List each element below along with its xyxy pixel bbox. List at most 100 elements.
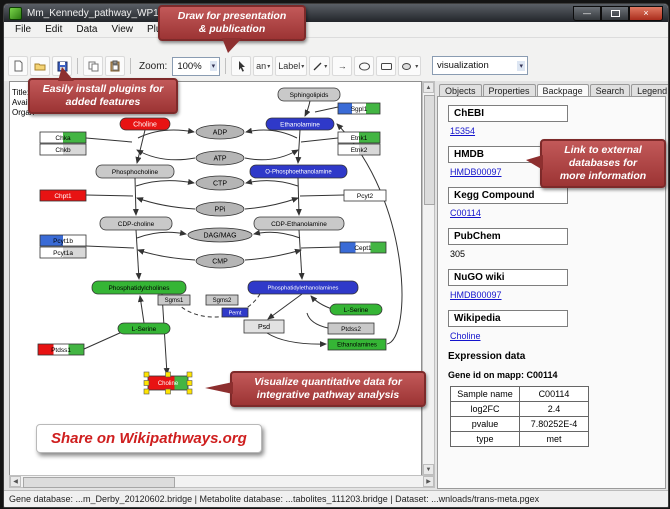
pathway-node[interactable] (205, 294, 239, 306)
pathway-node[interactable] (39, 189, 87, 202)
pathway-node[interactable] (39, 234, 87, 247)
shapes-tool-button[interactable]: ▾ (398, 56, 422, 76)
maximize-button[interactable] (601, 5, 629, 21)
pathway-node[interactable] (37, 343, 85, 356)
selection-handle[interactable] (165, 388, 171, 395)
zoom-combo[interactable]: 100%▾ (172, 56, 221, 76)
share-banner: Share on Wikipathways.org (36, 424, 262, 453)
backpage-link[interactable]: 15354 (450, 126, 476, 136)
backpage-link[interactable]: Choline (450, 331, 481, 341)
horizontal-scroll-thumb[interactable] (23, 477, 175, 488)
selection-handle[interactable] (143, 371, 150, 378)
selection-tool-button[interactable] (231, 56, 252, 76)
menu-edit[interactable]: Edit (45, 24, 63, 35)
tab-legend[interactable]: Legend (631, 84, 668, 96)
pathway-node[interactable] (91, 280, 187, 295)
backpage-link[interactable]: HMDB00097 (450, 167, 502, 177)
line-icon (313, 62, 322, 70)
scroll-left-button[interactable]: ◀ (10, 476, 21, 487)
vertical-scrollbar[interactable]: ▲ ▼ (422, 81, 435, 476)
pathway-node-label: L-Serine (344, 307, 369, 314)
tab-properties[interactable]: Properties (482, 84, 536, 96)
pathway-node-label: O-Phosphoethanolamine (265, 170, 332, 176)
pathway-node[interactable] (195, 150, 245, 166)
menu-file[interactable]: File (15, 24, 32, 35)
arrow-tool-button[interactable]: → (332, 56, 353, 76)
pathway-node-label: CMP (212, 258, 228, 265)
close-button[interactable]: × (629, 5, 663, 21)
selection-handle[interactable] (143, 388, 150, 395)
tab-objects[interactable]: Objects (439, 84, 482, 96)
pathway-edge (136, 229, 187, 239)
minimize-button[interactable]: — (573, 5, 601, 21)
pathway-node[interactable] (247, 280, 359, 295)
pathway-node[interactable] (99, 216, 173, 231)
datanode-tool-button[interactable]: an▾ (253, 56, 274, 76)
pathway-node[interactable] (195, 201, 245, 217)
scroll-down-button[interactable]: ▼ (423, 464, 434, 475)
expression-cell: pvalue (450, 416, 520, 432)
pathway-node[interactable] (249, 164, 348, 179)
scroll-right-button[interactable]: ▶ (423, 476, 434, 487)
pathway-node[interactable] (39, 143, 87, 156)
status-bar: Gene database: ...m_Derby_20120602.bridg… (4, 490, 668, 507)
pathway-node[interactable] (39, 246, 87, 259)
tab-backpage[interactable]: Backpage (536, 84, 589, 96)
pathway-node[interactable] (243, 319, 285, 334)
horizontal-scrollbar[interactable]: ◀ ▶ (9, 475, 435, 488)
pathway-node[interactable] (195, 124, 245, 140)
pathway-node-label: Pcyt1b (53, 238, 73, 245)
pathway-node[interactable] (119, 117, 171, 131)
pathway-node[interactable] (187, 227, 253, 243)
backpage-link[interactable]: HMDB00097 (450, 290, 502, 300)
selection-handle[interactable] (143, 380, 150, 386)
selection-handle[interactable] (165, 371, 171, 378)
pathway-node[interactable] (337, 102, 381, 115)
pathway-node[interactable] (329, 303, 383, 316)
pathway-node[interactable] (157, 294, 191, 306)
pathway-node[interactable] (265, 117, 335, 131)
pathway-node-label: ATP (213, 155, 226, 162)
pathway-node[interactable] (337, 131, 381, 144)
backpage-link[interactable]: C00114 (450, 208, 481, 218)
pathway-node[interactable] (39, 131, 87, 144)
selection-handle[interactable] (186, 388, 193, 395)
pathway-node[interactable] (117, 322, 171, 335)
pathway-node[interactable] (327, 322, 375, 335)
scroll-up-button[interactable]: ▲ (423, 82, 434, 93)
pathway-edge (299, 194, 345, 197)
visualization-combo[interactable]: visualization▾ (432, 56, 528, 75)
new-button[interactable] (8, 56, 28, 76)
menu-view[interactable]: View (111, 24, 133, 35)
pathway-node[interactable] (221, 307, 249, 318)
pathway-node-label: Ethanolamines (337, 343, 377, 349)
selection-handle[interactable] (186, 371, 193, 378)
rectangle-tool-button[interactable] (376, 56, 397, 76)
callout-text: added features (65, 96, 141, 108)
open-button[interactable] (30, 56, 50, 76)
pathway-node[interactable] (195, 253, 245, 269)
pathway-node[interactable] (327, 338, 387, 351)
paste-button[interactable] (105, 56, 125, 76)
pathway-node[interactable] (95, 164, 175, 179)
pathway-node[interactable] (339, 241, 387, 254)
pathway-node[interactable] (195, 175, 245, 191)
ellipse-tool-button[interactable] (354, 56, 375, 76)
copy-button[interactable] (83, 56, 103, 76)
pathway-node-label: Pemt (229, 310, 242, 316)
pathway-node[interactable] (337, 143, 381, 156)
pathway-node-label: ADP (213, 129, 228, 136)
tab-search[interactable]: Search (589, 84, 631, 96)
selection-handle[interactable] (186, 380, 193, 386)
pathway-edge (300, 137, 339, 143)
menu-data[interactable]: Data (76, 24, 98, 35)
line-tool-button[interactable]: ▾ (309, 56, 331, 76)
label-tool-button[interactable]: Label▾ (275, 56, 308, 76)
gene-id-line: Gene id on mapp: C00114 (448, 370, 558, 380)
pathway-node[interactable] (277, 87, 341, 102)
pathway-node[interactable] (253, 216, 345, 231)
pathway-edge (244, 197, 299, 210)
vertical-scroll-thumb[interactable] (424, 95, 435, 205)
pathway-node[interactable] (343, 189, 387, 202)
